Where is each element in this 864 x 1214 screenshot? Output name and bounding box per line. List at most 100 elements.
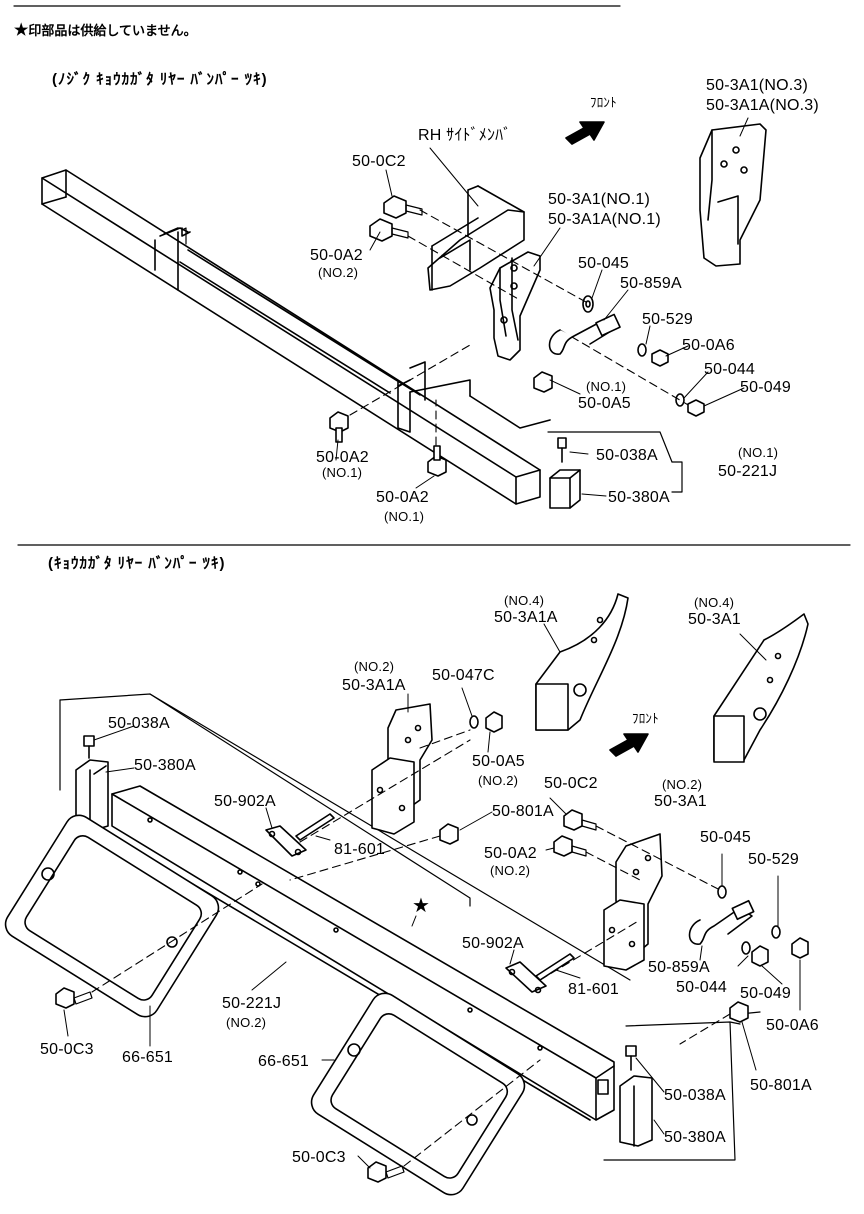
front-arrow-2: [609, 733, 649, 757]
part-0c3-b: 50-0C3: [292, 1149, 346, 1166]
part-801a: 50-801A: [492, 803, 554, 820]
front-arrow-1: [565, 121, 605, 145]
part-529: 50-529: [748, 851, 800, 868]
part-801a-b: 50-801A: [750, 1077, 812, 1094]
nut-0a5: [533, 371, 553, 393]
part-221j-no1: (NO.1): [738, 445, 779, 460]
section1-frame-rail: [41, 169, 551, 505]
rh-side-member: [427, 185, 525, 291]
plate-66651-right: [310, 992, 526, 1196]
part-221j: 50-221J: [718, 463, 778, 480]
part-0c3: 50-0C3: [40, 1041, 94, 1058]
section1-leaders: [335, 117, 749, 497]
part-0a5-no2: (NO.2): [478, 773, 519, 788]
bolt-0c2: [383, 195, 423, 219]
part-038a: 50-038A: [108, 715, 170, 732]
washer-045: [717, 885, 727, 899]
bracket-3a1a-no2: [371, 703, 433, 835]
bracket-3a1-no2: [603, 833, 663, 971]
part-3a1-no2: 50-3A1: [654, 793, 707, 810]
washer-529: [637, 343, 647, 357]
part-380a: 50-380A: [134, 757, 196, 774]
part-0a2-no2: (NO.2): [318, 265, 359, 280]
bolt-0c3-right: [367, 1161, 405, 1183]
part-66651-b: 66-651: [258, 1053, 310, 1070]
part-0a6: 50-0A6: [766, 1017, 819, 1034]
pin-81601-b: [535, 953, 575, 981]
bolt-0a2-no1-b: [427, 445, 447, 477]
part-no2-a: (NO.2): [354, 659, 395, 674]
part-902a-b: 50-902A: [462, 935, 524, 952]
hook-859a: [688, 899, 755, 945]
notice-text: 印部品は供給していません。: [28, 23, 197, 38]
bracket-3a1a-no4: [535, 593, 629, 731]
part-0a2: 50-0A2: [310, 247, 363, 264]
part-044: 50-044: [704, 361, 756, 378]
bolt-0a2: [553, 835, 587, 857]
pin-038a-b: [625, 1045, 637, 1071]
shim-902a-b: [505, 961, 547, 994]
pin-81601: [295, 813, 335, 841]
part-3a1a-no4: 50-3A1A: [494, 609, 558, 626]
bolt-0a2-no2: [369, 218, 409, 242]
washer-047c: [469, 715, 479, 729]
part-no2-b: (NO.2): [662, 777, 703, 792]
part-0a5: 50-0A5: [472, 753, 525, 770]
nut-049: [687, 399, 705, 417]
part-859a: 50-859A: [620, 275, 682, 292]
part-0a2-c-no1: (NO.1): [384, 509, 425, 524]
part-0c2: 50-0C2: [352, 153, 406, 170]
nut-0a6: [651, 349, 669, 367]
pin-038a: [557, 437, 567, 463]
part-380a-b: 50-380A: [664, 1129, 726, 1146]
bolt-0c2: [563, 809, 597, 831]
section2-title: (ｷｮｳｶｶﾞﾀ ﾘﾔｰ ﾊﾞﾝﾊﾟｰ ﾂｷ): [48, 555, 226, 572]
front-label-1: ﾌﾛﾝﾄ: [590, 95, 617, 110]
part-049: 50-049: [740, 379, 792, 396]
part-859a: 50-859A: [648, 959, 710, 976]
part-902a: 50-902A: [214, 793, 276, 810]
washer-044: [741, 941, 751, 955]
part-038a: 50-038A: [596, 447, 658, 464]
part-221j: 50-221J: [222, 995, 282, 1012]
part-3a1-no3: 50-3A1(NO.3): [706, 77, 808, 94]
part-3a1a-no2: 50-3A1A: [342, 677, 406, 694]
bracket-no1: [489, 251, 541, 361]
part-0a5: 50-0A5: [578, 395, 631, 412]
part-038a-b: 50-038A: [664, 1087, 726, 1104]
part-047c: 50-047C: [432, 667, 495, 684]
notice: ★印部品は供給していません。: [14, 20, 197, 40]
part-66651: 66-651: [122, 1049, 174, 1066]
nut-049: [751, 945, 769, 967]
part-0c2: 50-0C2: [544, 775, 598, 792]
nut-0a5: [485, 711, 503, 733]
plate-66651-left: [4, 814, 220, 1018]
washer-045: [582, 295, 594, 313]
member-label: RH ｻｲﾄﾞﾒﾝﾊﾞ: [418, 127, 512, 144]
washer-529: [771, 925, 781, 939]
nut-801a-b: [729, 1001, 749, 1023]
nut-0a6: [791, 937, 809, 959]
section2-leaders: [63, 623, 801, 1169]
part-529: 50-529: [642, 311, 694, 328]
hook-859a: [548, 313, 621, 355]
part-0a2-no2: (NO.2): [490, 863, 531, 878]
part-045: 50-045: [700, 829, 752, 846]
part-0a2-c: 50-0A2: [376, 489, 429, 506]
part-81601: 81-601: [334, 841, 386, 858]
part-no4-b: (NO.4): [694, 595, 735, 610]
pin-038a: [83, 735, 95, 759]
bracket-no3: [699, 123, 767, 267]
part-no4-a: (NO.4): [504, 593, 545, 608]
part-221j-no2: (NO.2): [226, 1015, 267, 1030]
washer-044: [675, 393, 685, 407]
part-0a6: 50-0A6: [682, 337, 735, 354]
bolt-0a2-no1-a: [329, 411, 349, 443]
nut-801a: [439, 823, 459, 845]
part-3a1-no1: 50-3A1(NO.1): [548, 191, 650, 208]
shim-902a: [265, 825, 307, 857]
bracket-3a1-no4: [713, 613, 809, 763]
bolt-0c3-left: [55, 987, 93, 1009]
part-81601-b: 81-601: [568, 981, 620, 998]
